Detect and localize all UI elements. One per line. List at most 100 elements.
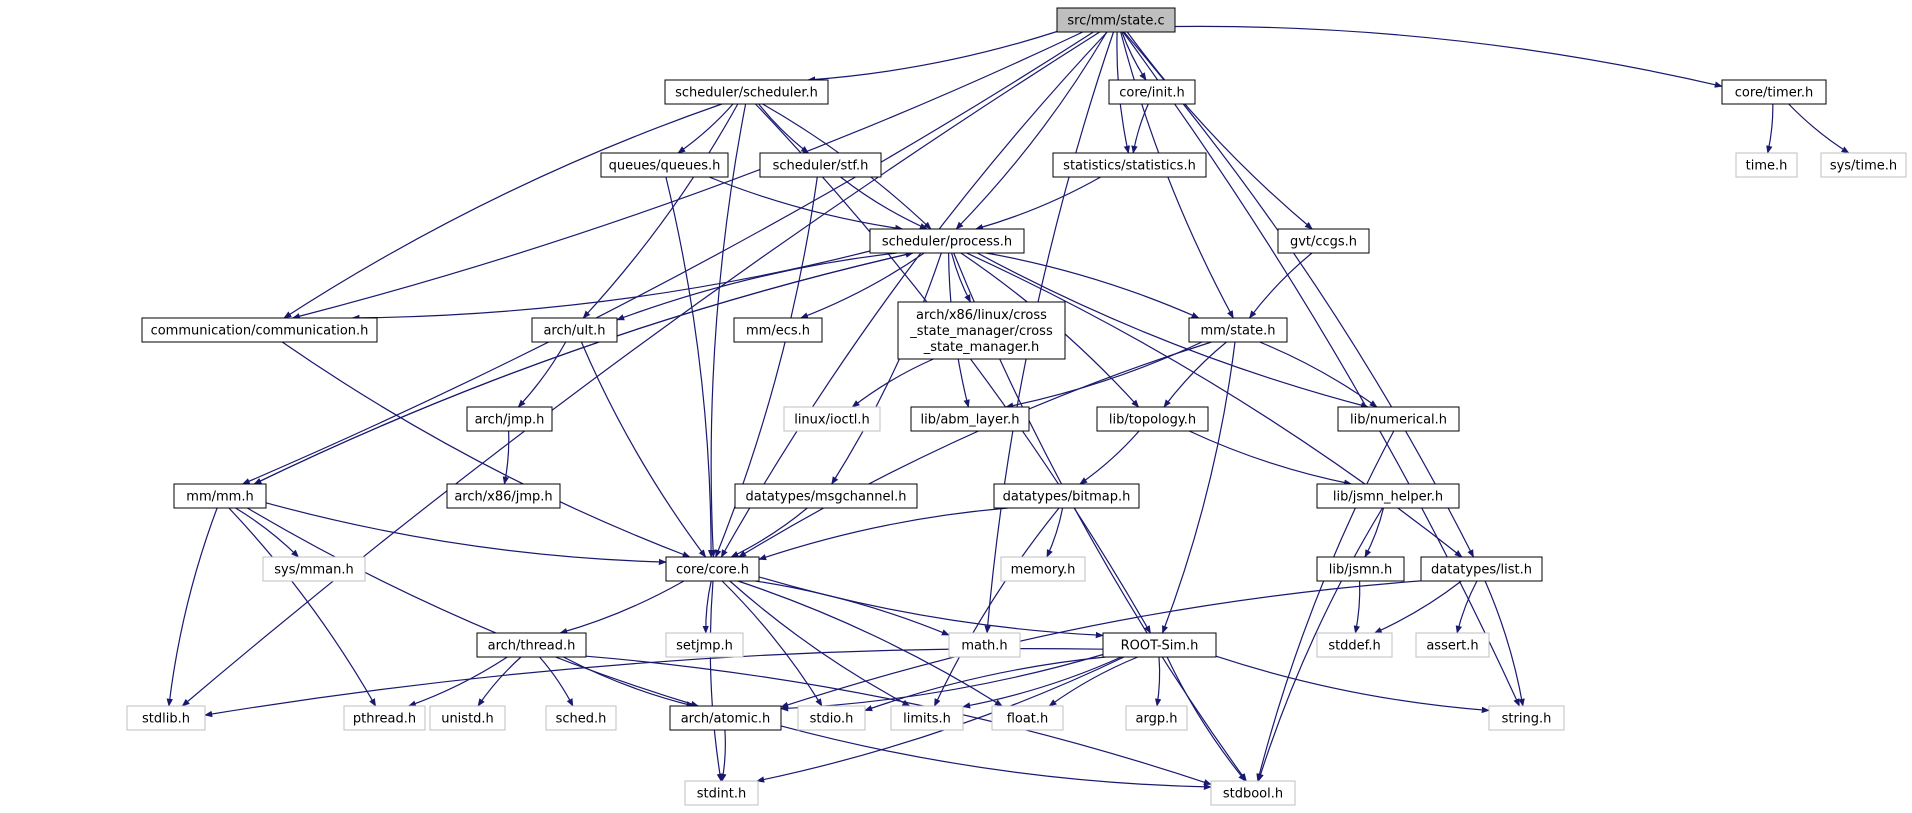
node-jsmnhelper-h[interactable]: lib/jsmn_helper.h [1316, 483, 1460, 509]
node-ult-h[interactable]: arch/ult.h [531, 317, 618, 343]
node-topo-h[interactable]: lib/topology.h [1096, 406, 1209, 432]
node-box [1096, 406, 1209, 432]
node-bitmap-h[interactable]: datatypes/bitmap.h [993, 483, 1140, 509]
edge-ult_h-to-core_h [580, 341, 707, 558]
node-ecs-h[interactable]: mm/ecs.h [733, 317, 823, 343]
edge-stats_h-to-process_h [975, 176, 1101, 231]
node-stdio-h: stdio.h [797, 705, 866, 731]
node-label: stdint.h [697, 787, 746, 802]
node-string-h: string.h [1488, 705, 1565, 731]
node-sched-h[interactable]: scheduler/scheduler.h [664, 79, 829, 105]
edge-state_c-to-process_h [955, 31, 1108, 230]
node-box [1125, 705, 1188, 731]
node-timer-h[interactable]: core/timer.h [1721, 79, 1827, 105]
edge-rootsim_h-to-stdio_h [864, 656, 1106, 712]
edge-stf_h-to-process_h [840, 176, 928, 230]
node-box [1277, 228, 1370, 254]
node-box [993, 483, 1140, 509]
node-label: linux/ioctl.h [794, 413, 870, 428]
node-box [141, 317, 378, 343]
edge-comm_h-to-core_h [281, 341, 691, 558]
edge-mmstate_h-to-topo_h [1163, 341, 1227, 408]
edge-rootsim_h-to-string_h [1215, 655, 1490, 714]
node-box [665, 556, 760, 582]
node-box [733, 317, 823, 343]
node-box [869, 228, 1025, 254]
node-jsmn-h[interactable]: lib/jsmn.h [1316, 556, 1405, 582]
node-label: mm/ecs.h [746, 324, 810, 339]
node-label: queues/queues.h [609, 159, 721, 174]
edge-state_c-to-mmstate_h [1120, 31, 1234, 319]
edge-rootsim_h-to-atomic_h [780, 653, 1104, 712]
node-csm-h[interactable]: arch/x86/linux/cross_state_manager/cross… [897, 301, 1066, 360]
node-box [173, 483, 267, 509]
edge-thread_h-to-atomic_h [563, 656, 695, 708]
node-assert-h: assert.h [1415, 632, 1490, 658]
node-systime-h: sys/time.h [1820, 152, 1907, 178]
node-label: sys/time.h [1830, 159, 1897, 174]
node-numerical-h[interactable]: lib/numerical.h [1337, 406, 1460, 432]
node-list-h[interactable]: datatypes/list.h [1420, 556, 1543, 582]
edge-process_h-to-mm_h [253, 252, 913, 485]
node-box [1210, 780, 1296, 806]
node-box [262, 556, 366, 582]
node-layer: src/mm/state.c scheduler/scheduler.h core/… [126, 7, 1907, 806]
node-label: float.h [1007, 712, 1049, 727]
node-comm-h[interactable]: communication/communication.h [141, 317, 378, 343]
node-box [476, 632, 587, 658]
node-memory-h: memory.h [1000, 556, 1086, 582]
node-box [1316, 556, 1405, 582]
node-label: memory.h [1011, 563, 1076, 578]
node-ccgs-h[interactable]: gvt/ccgs.h [1277, 228, 1370, 254]
node-label: stdio.h [810, 712, 854, 727]
node-stdlib-h: stdlib.h [126, 705, 206, 731]
edge-msgchannel_h-to-core_h [730, 507, 808, 558]
node-box [1820, 152, 1907, 178]
node-argp-h: argp.h [1125, 705, 1188, 731]
edge-mmstate_h-to-rootsim_h [1161, 341, 1236, 634]
edge-ccgs_h-to-mmstate_h [1249, 252, 1313, 319]
node-pthread-h: pthread.h [343, 705, 426, 731]
node-core-h[interactable]: core/core.h [665, 556, 760, 582]
node-label: stdbool.h [1223, 787, 1283, 802]
node-queues-h[interactable]: queues/queues.h [600, 152, 729, 178]
node-box [466, 406, 553, 432]
node-atomic-h[interactable]: arch/atomic.h [669, 705, 782, 731]
node-unistd-h: unistd.h [429, 705, 506, 731]
node-label: arch/x86/linux/cross_state_manager/cross… [909, 308, 1053, 355]
node-box [1316, 483, 1460, 509]
node-box [545, 705, 617, 731]
node-abm-h[interactable]: lib/abm_layer.h [910, 406, 1030, 432]
edge-timer_h-to-time_h [1766, 103, 1774, 154]
node-label: arch/jmp.h [475, 413, 545, 428]
edge-topo_h-to-jsmnhelper_h [1188, 430, 1353, 486]
node-label: scheduler/process.h [882, 235, 1012, 250]
node-jmp-h[interactable]: arch/jmp.h [466, 406, 553, 432]
edge-jsmnhelper_h-to-stdbool_h [1257, 507, 1384, 782]
node-process-h[interactable]: scheduler/process.h [869, 228, 1025, 254]
node-box [1420, 556, 1543, 582]
node-init-h[interactable]: core/init.h [1108, 79, 1196, 105]
edge-core_h-to-thread_h [559, 580, 685, 635]
node-label: math.h [961, 639, 1007, 654]
edge-mmstate_h-to-numerical_h [1259, 341, 1378, 408]
node-label: setjmp.h [676, 639, 733, 654]
node-msgchannel-h[interactable]: datatypes/msgchannel.h [734, 483, 918, 509]
node-label: argp.h [1136, 712, 1178, 727]
node-x86jmp-h[interactable]: arch/x86/jmp.h [446, 483, 561, 509]
node-stats-h[interactable]: statistics/statistics.h [1052, 152, 1207, 178]
node-box [1488, 705, 1565, 731]
node-thread-h[interactable]: arch/thread.h [476, 632, 587, 658]
edge-layer [166, 25, 1850, 791]
edge-state_c-to-list_h [1123, 31, 1475, 558]
node-box [1056, 7, 1176, 33]
node-stf-h[interactable]: scheduler/stf.h [759, 152, 882, 178]
edge-core_h-to-setjmp_h [702, 580, 712, 634]
node-mm-h[interactable]: mm/mm.h [173, 483, 267, 509]
node-mmstate-h[interactable]: mm/state.h [1188, 317, 1288, 343]
edge-bitmap_h-to-memory_h [1046, 507, 1064, 558]
edge-thread_h-to-sched_h2 [539, 656, 574, 707]
node-state-c[interactable]: src/mm/state.c [1056, 7, 1176, 33]
edge-ult_h-to-jmp_h [517, 341, 567, 408]
node-rootsim-h[interactable]: ROOT-Sim.h [1102, 632, 1217, 658]
